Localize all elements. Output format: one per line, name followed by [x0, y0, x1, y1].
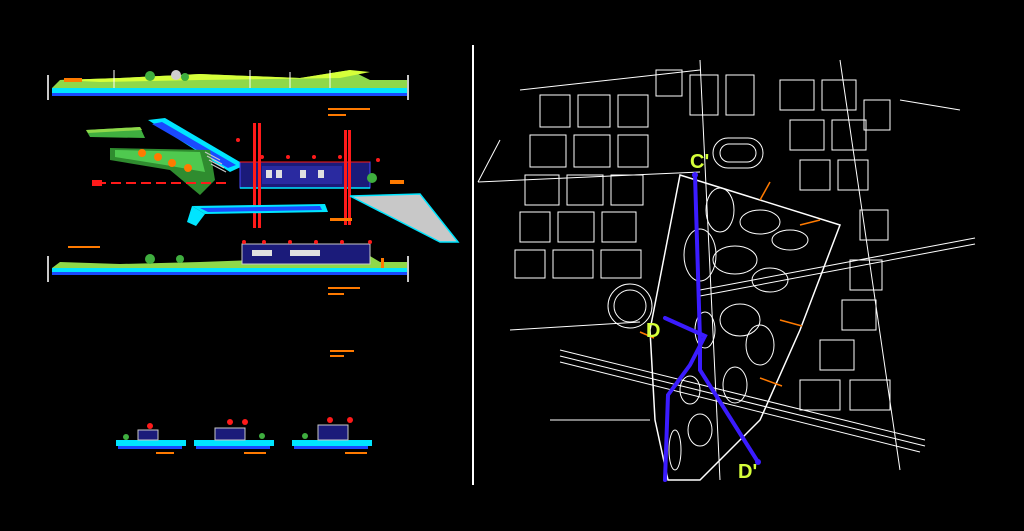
city-block — [849, 259, 883, 291]
city-block — [539, 94, 571, 128]
orange-connectors — [639, 181, 821, 387]
section-c — [292, 417, 372, 454]
city-block — [819, 339, 855, 371]
street-line — [477, 139, 501, 183]
site-plan — [477, 59, 976, 481]
city-block — [610, 174, 644, 206]
city-block — [577, 94, 611, 128]
plan-main — [86, 118, 460, 243]
city-block — [557, 211, 595, 243]
city-block — [863, 99, 891, 131]
section-marker-d: D — [646, 320, 660, 342]
city-block — [600, 249, 642, 279]
city-block — [859, 209, 889, 241]
section-a — [116, 423, 186, 454]
city-block — [725, 74, 755, 116]
city-block — [552, 249, 594, 279]
city-block — [789, 119, 825, 151]
city-block — [655, 69, 683, 97]
city-block — [617, 134, 649, 168]
city-block — [566, 174, 604, 206]
city-block — [837, 159, 869, 191]
street-line — [899, 99, 961, 111]
city-block — [821, 79, 857, 111]
elevation-top — [47, 70, 409, 100]
city-block — [519, 211, 551, 243]
street-line — [519, 69, 701, 91]
city-block — [799, 159, 831, 191]
city-block — [799, 379, 841, 411]
city-block — [849, 379, 891, 411]
city-block — [524, 174, 560, 206]
city-block — [841, 299, 877, 331]
city-block — [573, 134, 611, 168]
street-line — [699, 59, 721, 481]
section-marker-d-prime: D' — [738, 461, 757, 483]
section-b — [194, 419, 274, 454]
street-line — [839, 59, 901, 471]
city-block — [529, 134, 567, 168]
city-block — [779, 79, 815, 111]
city-block — [617, 94, 649, 128]
elevation-middle — [47, 240, 409, 282]
city-block — [514, 249, 546, 279]
street-line — [509, 321, 641, 331]
street-line — [477, 171, 701, 183]
section-cut-lines — [663, 173, 760, 482]
city-block — [689, 74, 719, 116]
city-block — [601, 211, 637, 243]
section-marker-c: C' — [690, 151, 709, 173]
